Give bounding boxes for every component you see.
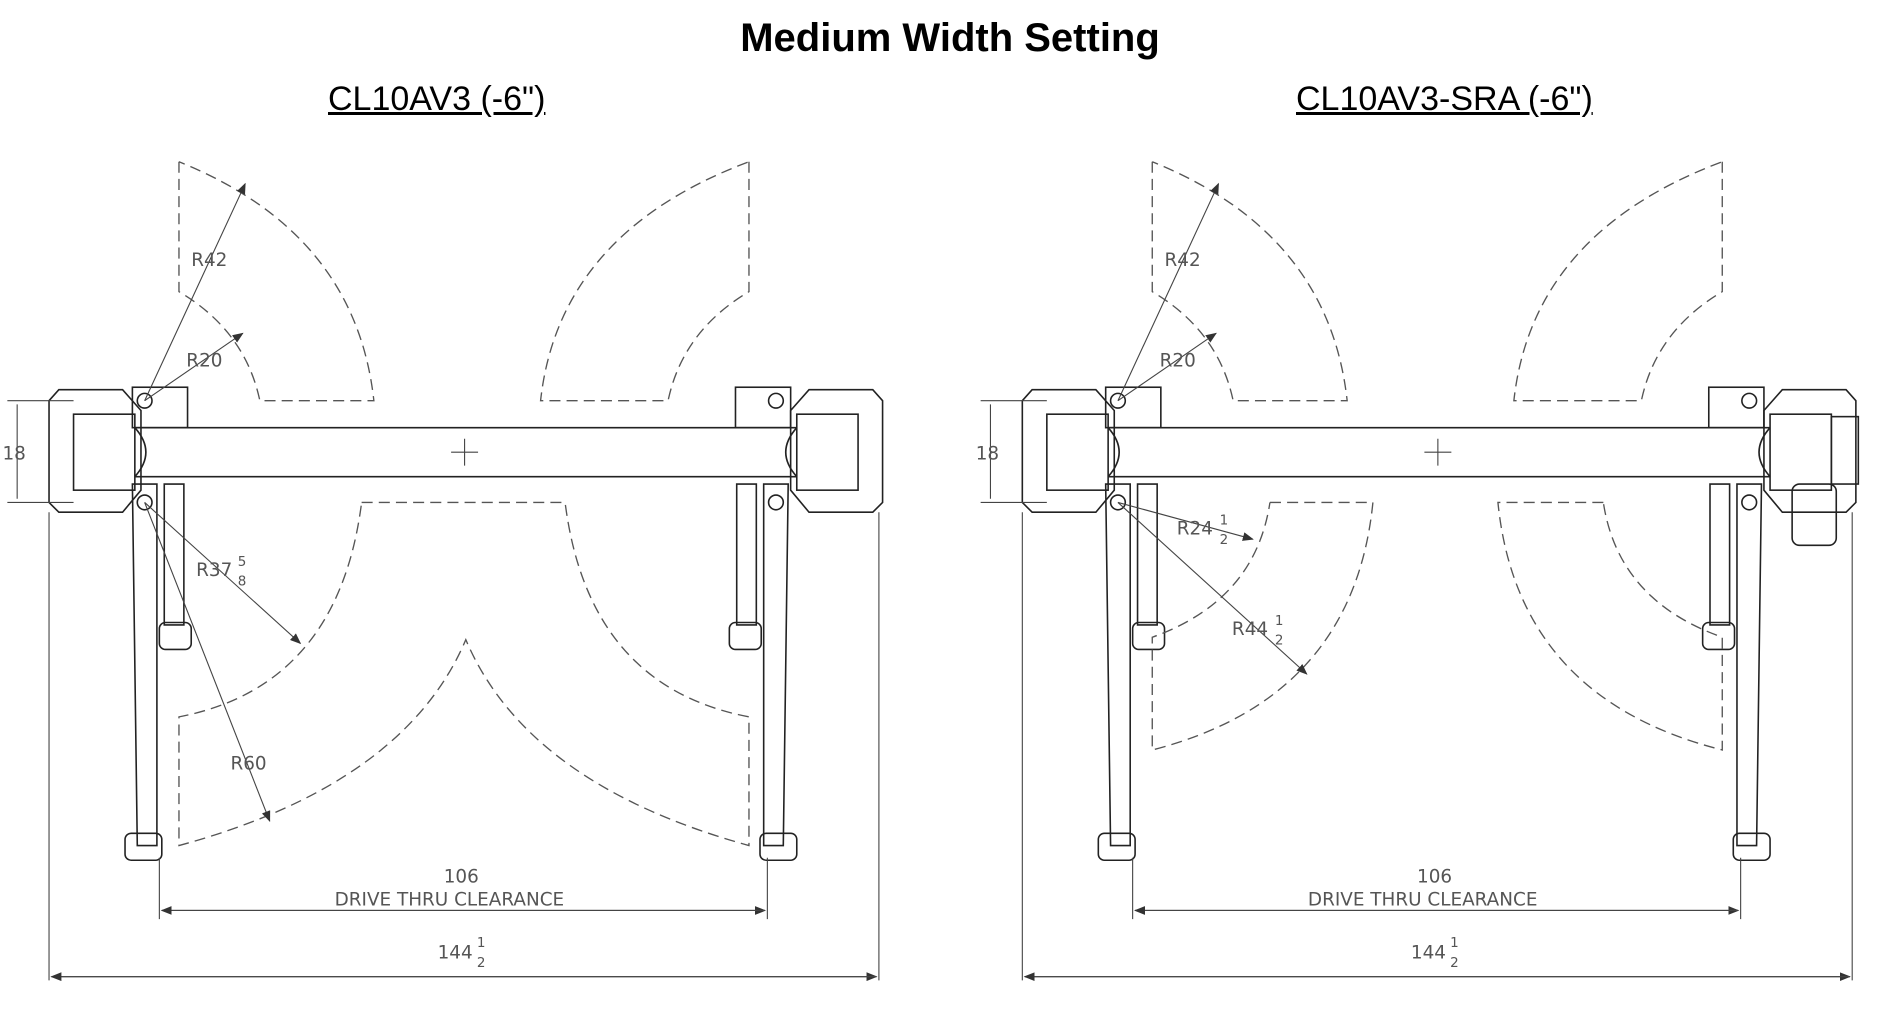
radius-label-r37: R37: [196, 560, 232, 581]
fraction-numerator: 5: [238, 554, 247, 570]
right-lift-diagram: R42 R20 R24 1 2 R44 1 2 18 106 DRIVE THR…: [976, 162, 1860, 981]
fraction-denominator: 8: [238, 574, 247, 590]
fraction-denominator: 2: [477, 955, 486, 971]
fraction-numerator: 1: [1220, 512, 1229, 528]
arm-swing-zone-bottom-right: [1497, 501, 1723, 751]
left-lift-diagram: R42 R20 R37 5 8 R60 18 106 DRIVE THRU CL…: [2, 162, 882, 981]
radius-label-r24: R24: [1177, 518, 1213, 539]
drive-thru-value: 106: [444, 866, 479, 887]
height-dimension: 18: [2, 444, 25, 465]
fraction-numerator: 1: [477, 935, 486, 951]
overall-width: 144: [1411, 942, 1446, 963]
left-model-title: CL10AV3 (-6"): [328, 80, 546, 118]
arm-swing-zone-bottom-left: [1151, 501, 1374, 751]
drive-thru-label: DRIVE THRU CLEARANCE: [1308, 890, 1538, 911]
page-title: Medium Width Setting: [740, 16, 1160, 60]
fraction-numerator: 1: [1275, 613, 1284, 629]
fraction-denominator: 2: [1450, 955, 1459, 971]
drive-thru-label: DRIVE THRU CLEARANCE: [335, 890, 565, 911]
arm-swing-zone-bottom: [178, 501, 750, 847]
radius-label-r60: R60: [230, 754, 266, 775]
motor: [1830, 415, 1860, 485]
right-model-title: CL10AV3-SRA (-6"): [1296, 80, 1593, 118]
overall-width: 144: [438, 942, 473, 963]
radius-label-r44: R44: [1232, 619, 1268, 640]
fraction-denominator: 2: [1275, 633, 1284, 649]
radius-label-r20: R20: [186, 350, 222, 371]
radius-label-r42: R42: [1165, 250, 1201, 271]
radius-label-r20: R20: [1160, 350, 1196, 371]
height-dimension: 18: [976, 444, 999, 465]
drive-thru-value: 106: [1417, 866, 1452, 887]
fraction-numerator: 1: [1450, 935, 1459, 951]
radius-label-r42: R42: [191, 250, 227, 271]
fraction-denominator: 2: [1220, 532, 1229, 548]
power-unit: [1791, 483, 1838, 547]
